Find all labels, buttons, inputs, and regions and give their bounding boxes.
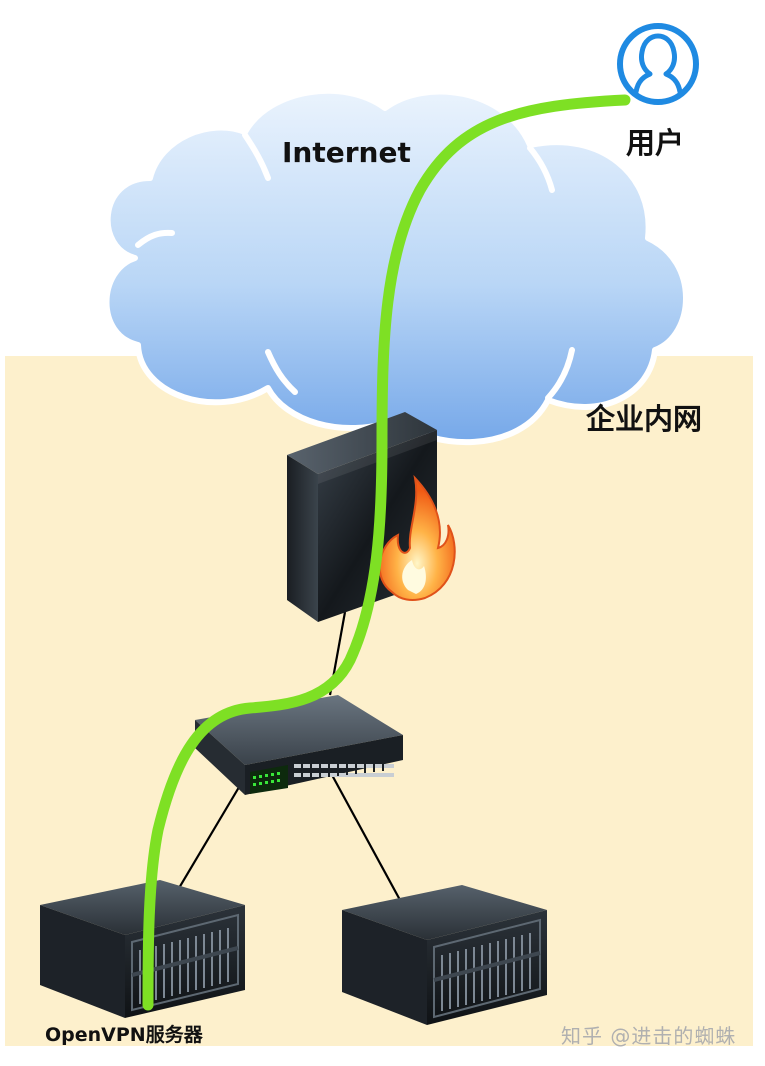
link-switch-server [331,774,401,901]
user-circle-icon [617,23,699,105]
openvpn-server-label: OpenVPN服务器 [45,1024,203,1046]
server-icon [342,885,547,1025]
intranet-label: 企业内网 [586,402,703,436]
watermark: 知乎 @进击的蜘蛛 [561,1024,737,1048]
flame-icon [378,474,456,601]
user-label: 用户 [626,126,685,160]
internet-label: Internet [282,136,411,169]
openvpn-server-icon [40,880,245,1018]
vpn-tunnel-path [142,94,631,1011]
